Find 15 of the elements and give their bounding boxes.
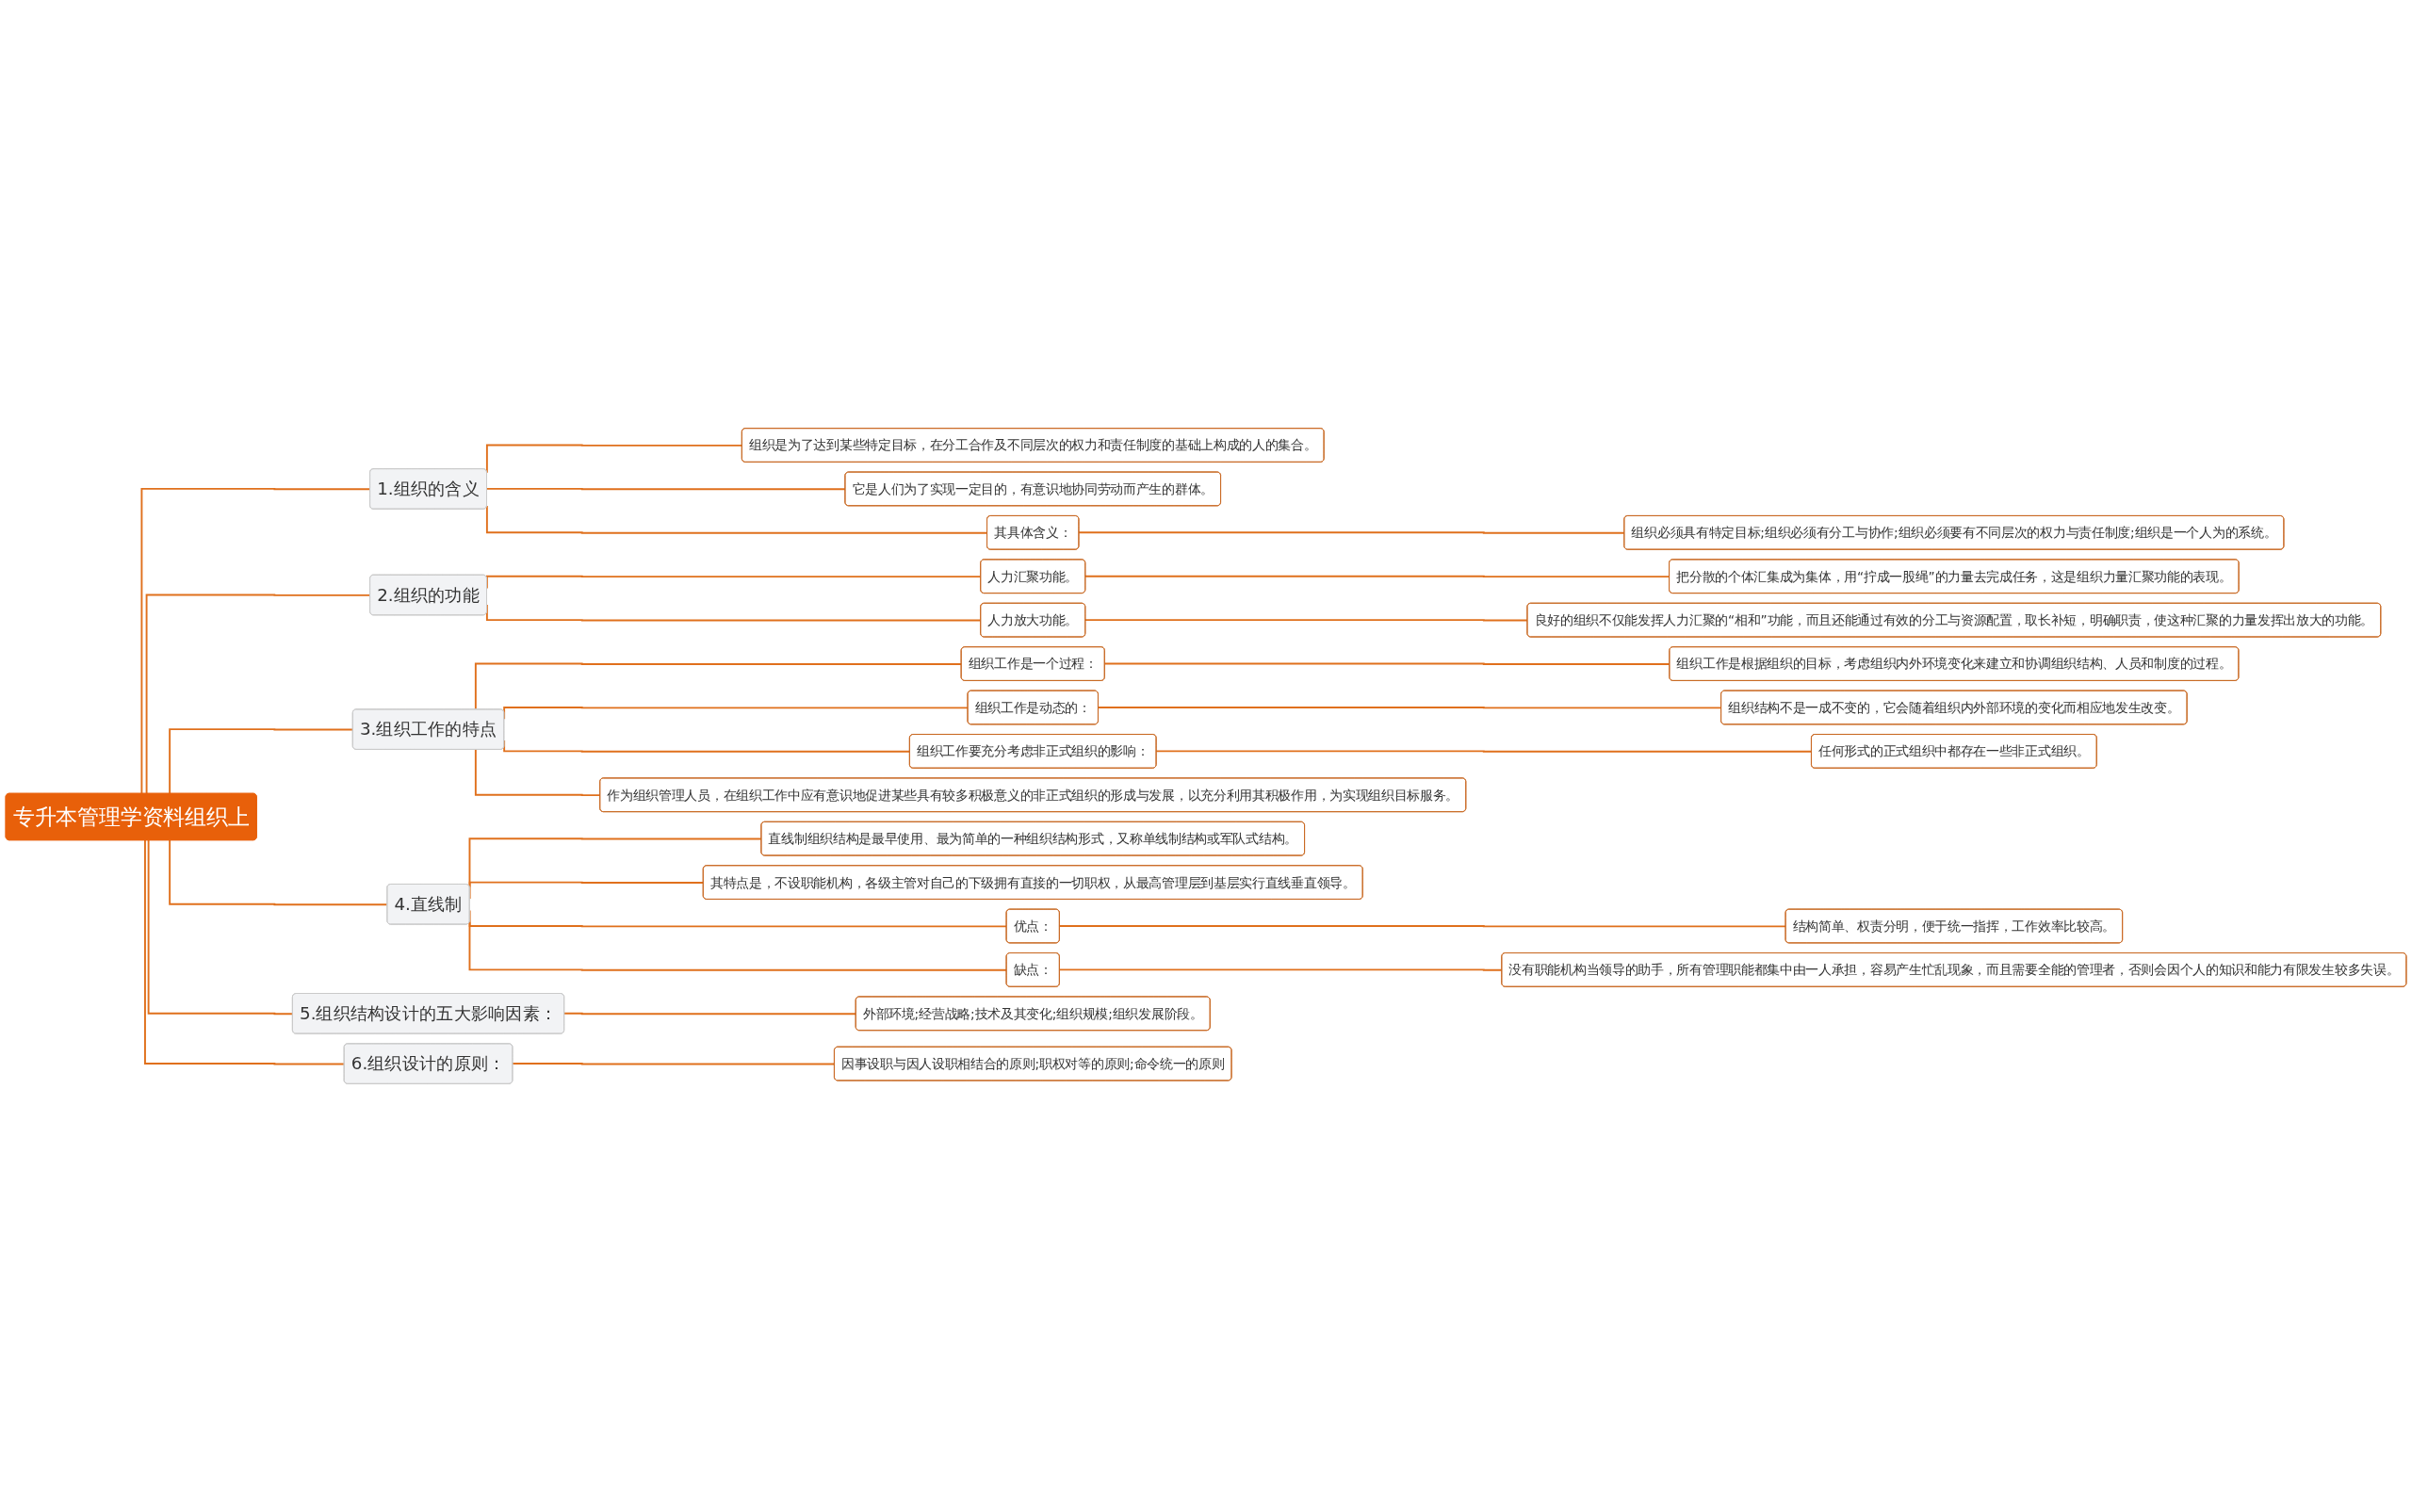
connector (1084, 575, 1670, 578)
connector (145, 593, 371, 795)
connector (503, 707, 970, 721)
connector (1155, 750, 1813, 753)
connector (169, 728, 354, 795)
connector (140, 487, 371, 795)
connector (503, 740, 911, 753)
connector (563, 1012, 857, 1016)
connector (144, 839, 346, 1065)
connector (1058, 925, 1787, 928)
connector (485, 444, 743, 474)
connector (1097, 707, 1722, 709)
connector (468, 920, 1008, 971)
connector (512, 1063, 836, 1065)
connector (147, 839, 294, 1016)
